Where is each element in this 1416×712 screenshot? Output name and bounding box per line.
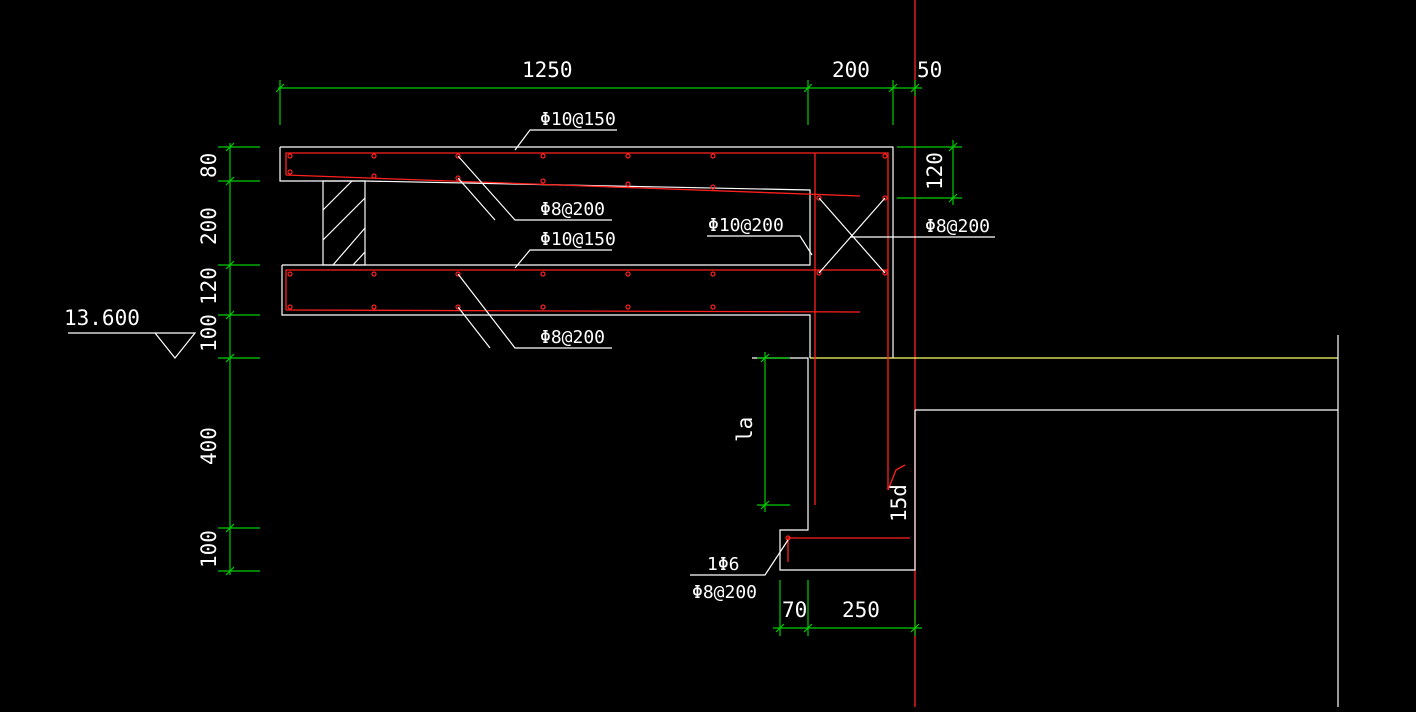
dim-left-120: 120 xyxy=(197,267,221,305)
note-dist-lower: Φ8@200 xyxy=(540,327,605,348)
note-wall-bar: Φ10@200 xyxy=(708,215,784,236)
dim-left-200: 200 xyxy=(197,207,221,245)
dim-right-120: 120 xyxy=(923,152,947,190)
dim-left-80: 80 xyxy=(197,153,221,178)
dim-70: 70 xyxy=(782,598,807,622)
dim-left-100-bottom: 100 xyxy=(197,530,221,568)
dim-15d: 15d xyxy=(887,484,911,522)
dim-la: la xyxy=(733,417,757,442)
cross-bars xyxy=(818,197,886,274)
note-top-bar-upper: Φ10@150 xyxy=(540,109,616,130)
dim-left-100: 100 xyxy=(197,314,221,352)
masonry-block xyxy=(322,180,366,266)
rebar-lines xyxy=(285,152,910,562)
adjacent-structure xyxy=(810,0,1339,707)
dim-50: 50 xyxy=(917,58,942,82)
note-stirrup: Φ8@200 xyxy=(692,582,757,603)
note-corner-bar: 1Φ6 xyxy=(707,554,740,575)
dim-1250: 1250 xyxy=(522,58,573,82)
leader-lines xyxy=(68,129,995,576)
dim-200-top: 200 xyxy=(832,58,870,82)
dim-250: 250 xyxy=(842,598,880,622)
note-cross-bar: Φ8@200 xyxy=(925,216,990,237)
note-dist-upper: Φ8@200 xyxy=(540,199,605,220)
dim-left-400: 400 xyxy=(197,427,221,465)
note-top-bar-lower: Φ10@150 xyxy=(540,229,616,250)
elevation-label: 13.600 xyxy=(64,306,140,330)
dimension-lines xyxy=(218,80,962,636)
